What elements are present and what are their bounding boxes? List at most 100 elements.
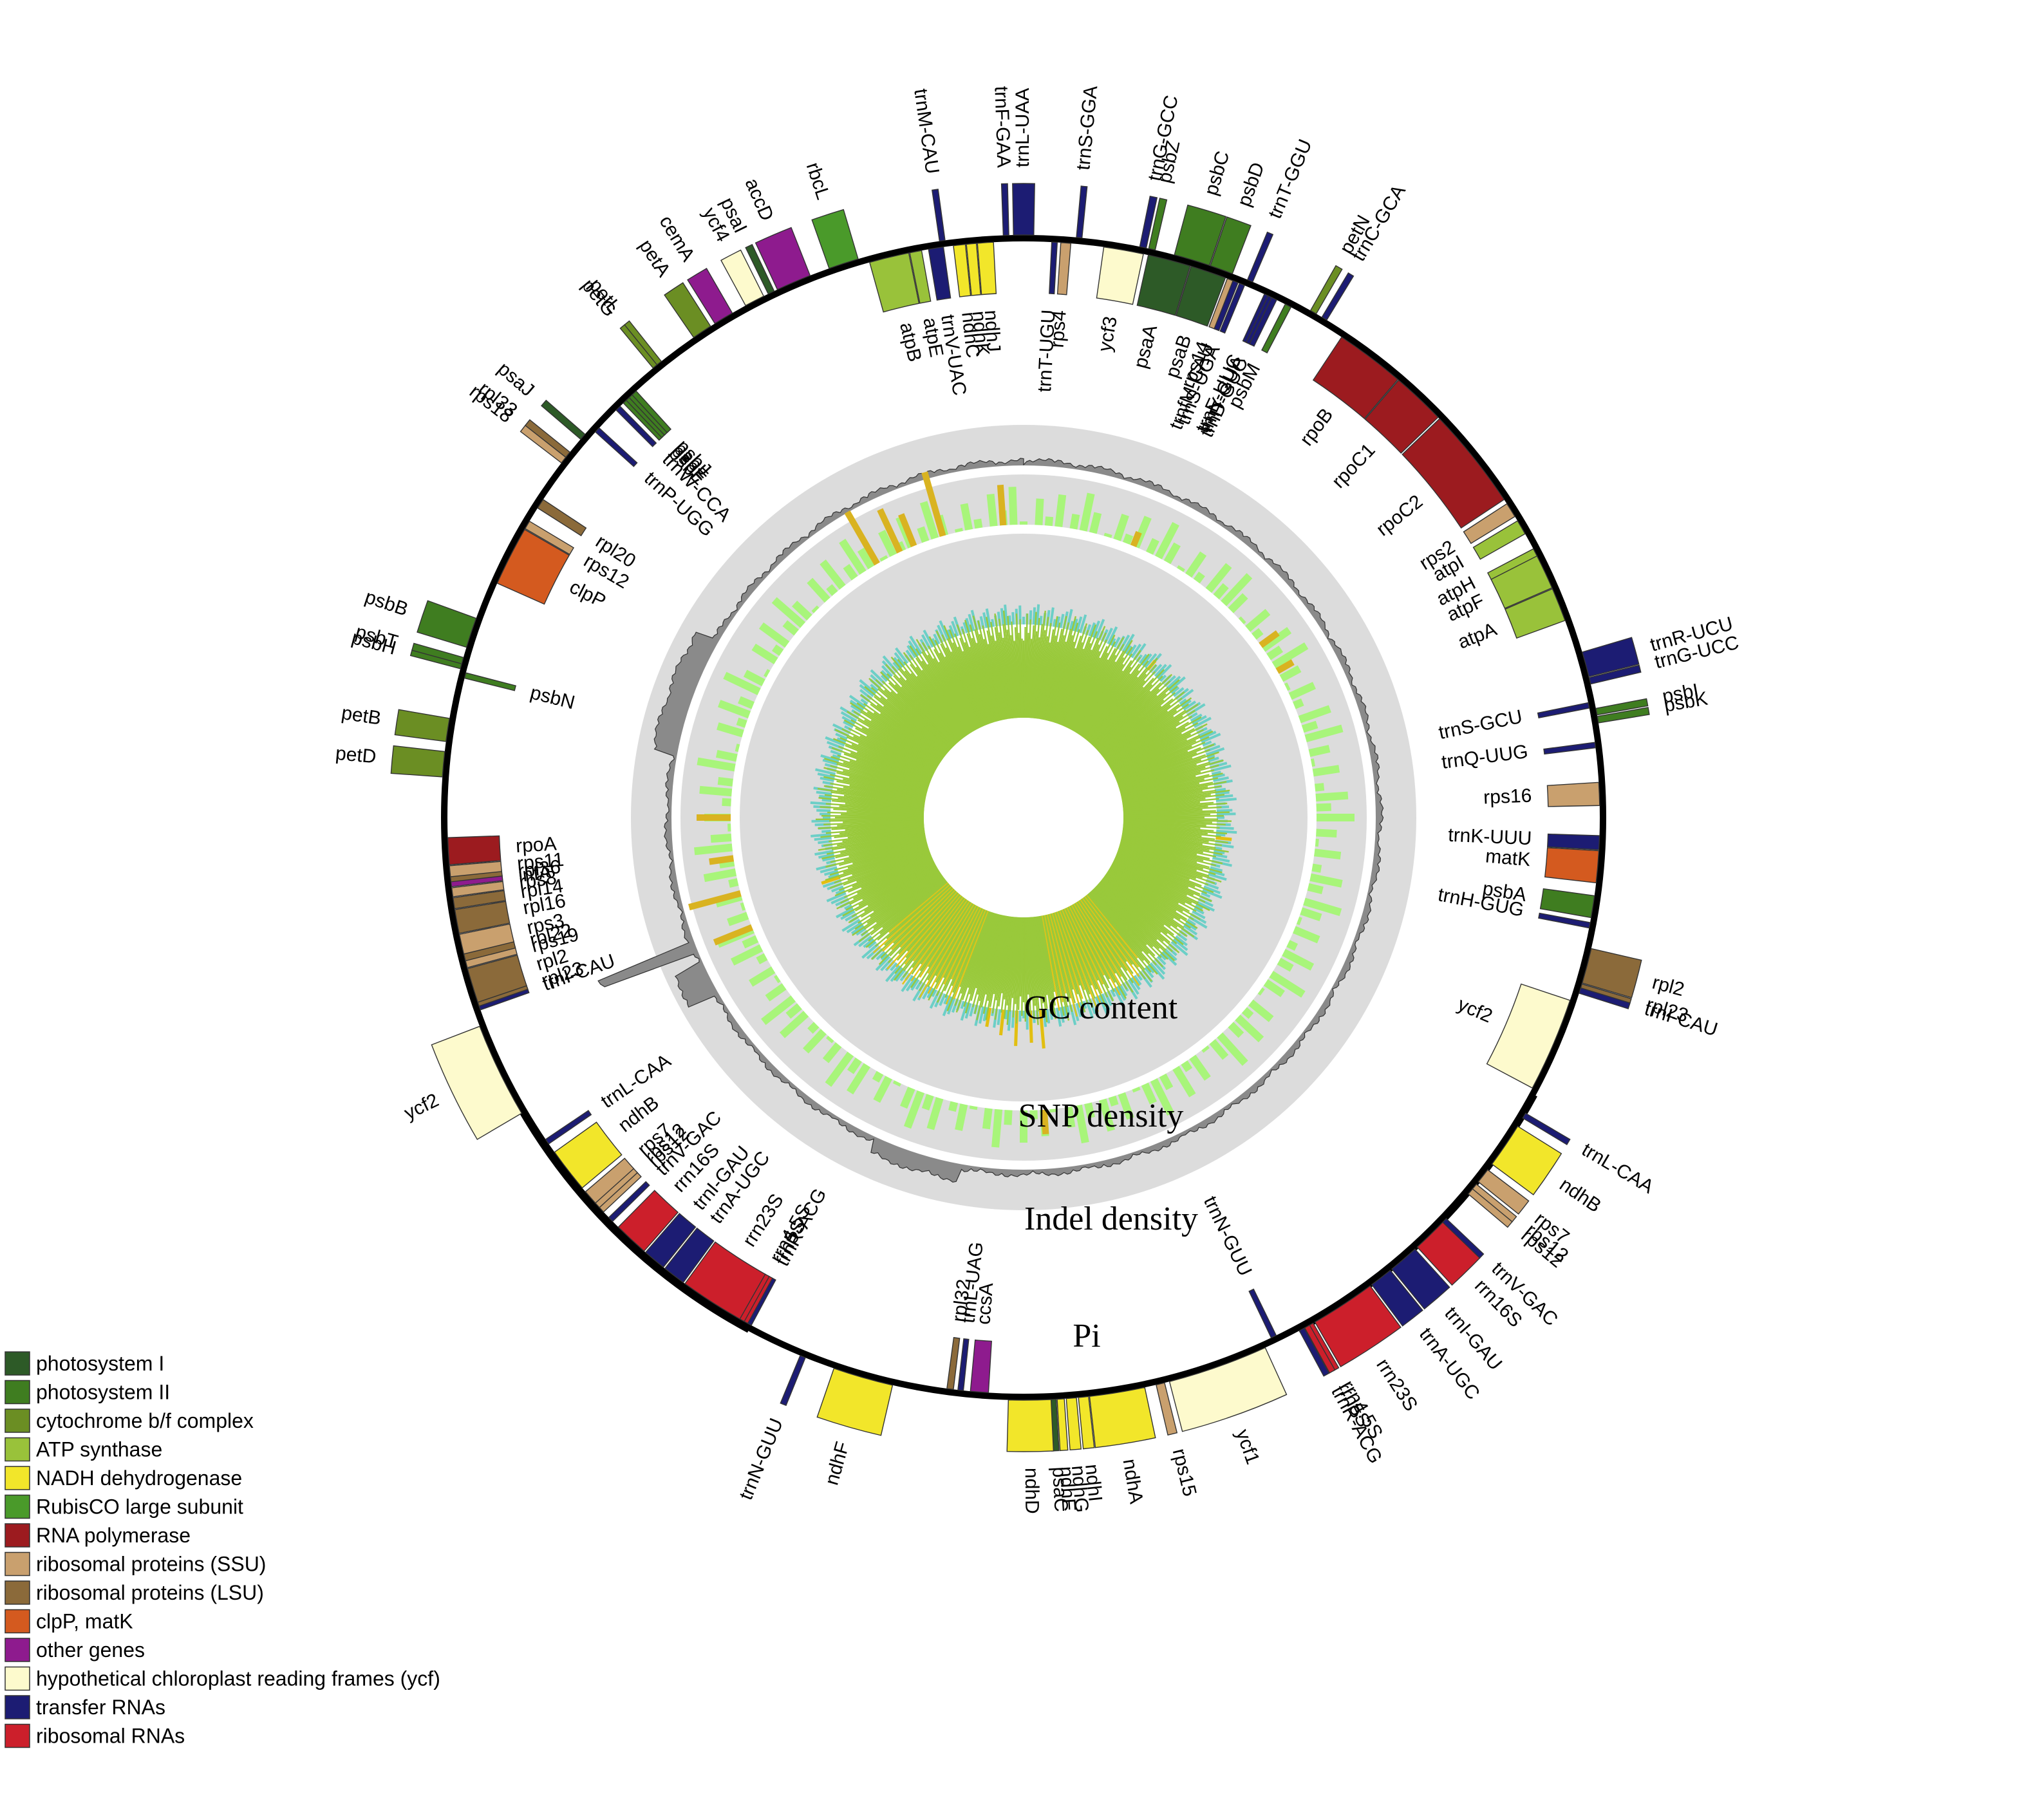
gc-bar — [842, 830, 925, 843]
gc-bar — [829, 845, 928, 876]
legend-swatch — [5, 1409, 30, 1433]
gc-bar — [1019, 917, 1023, 997]
gc-bar — [974, 629, 1000, 722]
gc-bar — [904, 670, 962, 741]
snp-bar — [1149, 962, 1165, 980]
gc-bar — [1096, 695, 1158, 751]
legend-label: ribosomal proteins (SSU) — [36, 1553, 266, 1576]
indel-bar — [1214, 1029, 1248, 1066]
snp-bar — [832, 754, 841, 760]
gc-bar — [971, 913, 999, 1007]
gene-label: ndhI — [1081, 1463, 1106, 1502]
gc-bar — [860, 694, 944, 758]
gc-bar — [1110, 727, 1186, 770]
gc-bar — [1122, 828, 1228, 844]
gc-bar — [986, 630, 1006, 720]
gene-rps4: rps4 — [1047, 242, 1072, 349]
gene-atpb: atpB — [868, 252, 926, 364]
snp-bar — [1175, 935, 1188, 946]
gc-bar — [948, 629, 988, 725]
gene-label: rps15 — [1168, 1446, 1201, 1499]
gc-bar — [831, 747, 930, 785]
gene-label: trnS-GGA — [1073, 85, 1102, 171]
gene-label: ndhD — [1021, 1468, 1043, 1514]
gc-bar — [905, 893, 961, 959]
gc-bar — [843, 857, 933, 899]
snp-bar — [931, 638, 937, 646]
gene-block — [1546, 782, 1600, 807]
snp-bar — [991, 619, 995, 628]
gene-label: rps4 — [1047, 310, 1071, 349]
gc-bar — [873, 712, 942, 762]
gc-bar — [823, 758, 928, 791]
snp-bar — [840, 711, 858, 722]
gc-bar — [1090, 890, 1149, 955]
gc-bar — [883, 706, 946, 756]
gene-block — [1248, 297, 1277, 347]
gene-petl: petL — [585, 275, 662, 366]
snp-bar — [960, 1002, 969, 1021]
gene-block — [1012, 183, 1035, 236]
gc-bar — [951, 908, 984, 980]
indel-bar — [717, 722, 749, 739]
indel-bar-gold — [921, 471, 948, 541]
snp-bar — [1206, 754, 1215, 760]
gc-bar — [1111, 727, 1195, 772]
gc-bar — [1101, 698, 1174, 756]
gc-bar — [852, 873, 942, 936]
gene-block — [1076, 185, 1088, 239]
legend-swatch — [5, 1437, 30, 1462]
gc-bar — [847, 828, 925, 839]
gc-bar — [817, 787, 925, 805]
gc-bar — [852, 842, 928, 865]
gc-bar — [1114, 858, 1194, 896]
gc-bar — [878, 888, 955, 966]
gene-trnk-uuu: trnK-UUU — [1448, 825, 1600, 850]
indel-bar-gold — [1040, 1105, 1049, 1135]
gc-bar — [1030, 617, 1040, 718]
snp-bar — [1133, 975, 1142, 986]
snp-bar — [849, 695, 867, 708]
gene-block — [780, 1354, 806, 1407]
gc-bar — [1051, 629, 1080, 722]
gc-bar — [910, 673, 963, 740]
gene-block — [1065, 1397, 1082, 1451]
gc-bar — [995, 916, 1010, 1001]
snp-bar — [939, 620, 950, 641]
snp-bar — [962, 622, 969, 633]
gc-bar — [1083, 663, 1140, 738]
gene-block — [1391, 1248, 1450, 1310]
snp-bar — [822, 856, 835, 862]
snp-bar — [1091, 621, 1101, 638]
gc-bar — [1071, 637, 1125, 731]
indel-bar — [960, 503, 974, 535]
indel-bar — [1054, 494, 1067, 532]
legend-swatch — [5, 1723, 30, 1748]
gc-bar — [836, 772, 927, 795]
gc-bar — [1061, 909, 1102, 1003]
gc-bar — [927, 902, 973, 974]
snp-bar — [1127, 644, 1137, 657]
snp-bar — [1193, 716, 1212, 728]
gc-bar — [1101, 879, 1184, 946]
gc-bar — [1042, 641, 1059, 720]
indel-bar — [1241, 608, 1271, 635]
snp-bar — [906, 644, 917, 659]
gc-bar — [1116, 750, 1188, 782]
gene-block — [447, 835, 502, 866]
gene-label: ndhC — [957, 311, 984, 359]
snp-bar — [895, 969, 906, 982]
gc-bar — [1078, 670, 1123, 736]
gc-bar — [998, 916, 1011, 1007]
gc-bar — [1011, 917, 1018, 998]
gc-bar — [1109, 868, 1194, 921]
gc-bar — [1056, 911, 1085, 991]
gc-bar — [1021, 639, 1024, 718]
gc-bar — [944, 908, 985, 998]
gc-bar — [1095, 688, 1160, 750]
gc-bar — [1118, 847, 1210, 877]
snp-bar — [822, 758, 839, 766]
gc-bar — [969, 624, 998, 722]
snp-bar — [1172, 938, 1188, 951]
gc-bar — [1045, 914, 1069, 1007]
